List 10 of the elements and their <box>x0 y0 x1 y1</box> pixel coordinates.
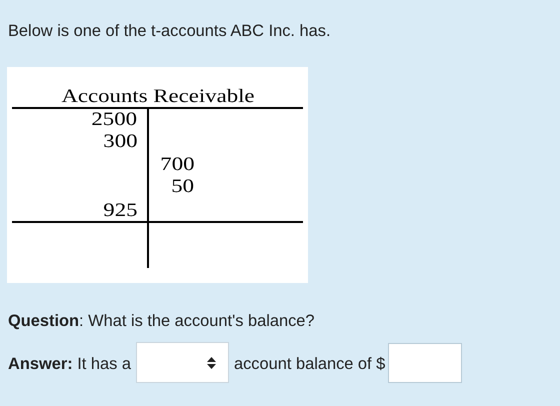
credit-amount: 50 <box>171 177 194 196</box>
answer-text: Answer: It has a <box>8 356 131 372</box>
answer-text: account balance of $ <box>234 356 386 372</box>
debit-amount: 300 <box>102 132 137 151</box>
intro-text: Below is one of the t-accounts ABC Inc. has. <box>8 23 331 40</box>
debit-amount: 2500 <box>91 110 137 129</box>
credit-amount: 700 <box>160 155 194 174</box>
account-title: Accounts Receivable <box>61 87 255 106</box>
question-text: Question: What is the account's balance? <box>8 313 314 330</box>
balance-amount: 925 <box>102 201 137 220</box>
